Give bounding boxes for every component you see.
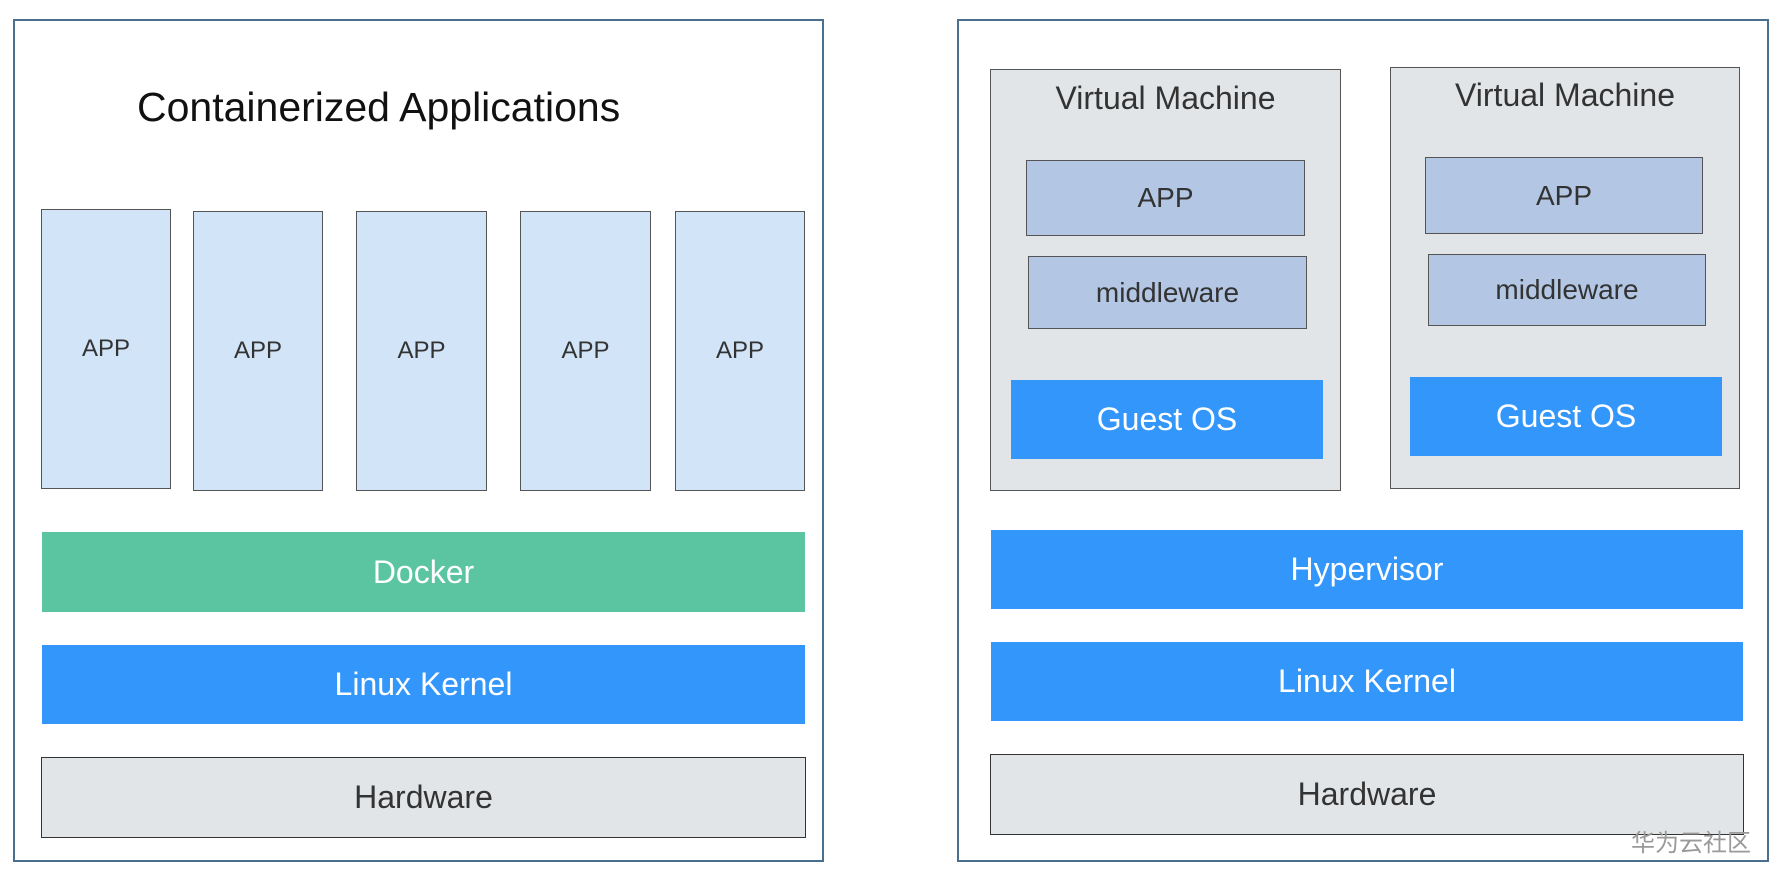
containerized-applications-title: Containerized Applications: [137, 84, 621, 130]
hardware-layer-right: Hardware: [990, 754, 1744, 835]
hardware-layer-left: Hardware: [41, 757, 806, 838]
container-app-2: APP: [193, 211, 323, 491]
container-app-1: APP: [41, 209, 171, 489]
virtual-machine-1-title: Virtual Machine: [1055, 80, 1276, 116]
container-app-4: APP: [520, 211, 651, 491]
vm2-app: APP: [1425, 157, 1703, 234]
vm2-guest-os: Guest OS: [1410, 377, 1722, 456]
docker-layer: Docker: [42, 532, 805, 612]
container-app-3: APP: [356, 211, 487, 491]
vm1-middleware: middleware: [1028, 256, 1307, 329]
linux-kernel-layer-right: Linux Kernel: [991, 642, 1743, 721]
watermark-text: 华为云社区: [1631, 830, 1751, 857]
vm2-middleware: middleware: [1428, 254, 1706, 326]
vm1-app: APP: [1026, 160, 1305, 236]
container-app-5: APP: [675, 211, 805, 491]
virtual-machine-2-title: Virtual Machine: [1455, 77, 1675, 113]
linux-kernel-layer-left: Linux Kernel: [42, 645, 805, 724]
hypervisor-layer: Hypervisor: [991, 530, 1743, 609]
vm1-guest-os: Guest OS: [1011, 380, 1323, 459]
